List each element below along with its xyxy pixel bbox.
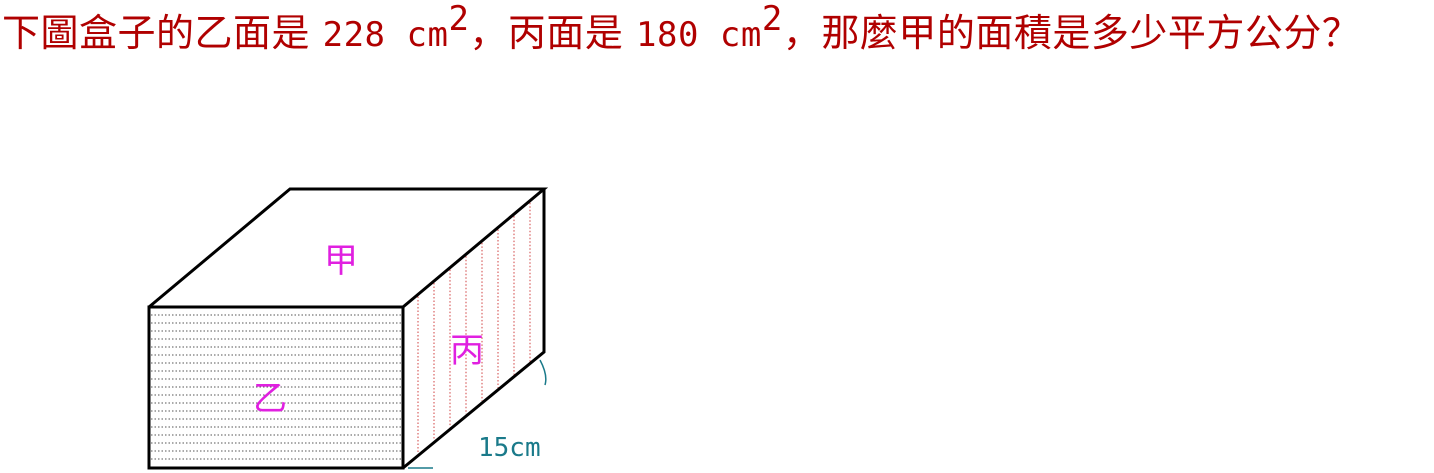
area-b-value: 228 <box>322 15 386 55</box>
question-text: 下圖盒子的乙面是 228 cm2，丙面是 180 cm2，那麼甲的面積是多少平方… <box>2 2 1432 66</box>
question-part1: 下圖盒子的乙面是 <box>2 11 323 55</box>
question-part3: ，那麼甲的面積是多少平方公分？ <box>782 11 1361 55</box>
area-b-unit: cm <box>385 15 449 55</box>
depth-dimension-arc-top <box>539 359 547 386</box>
area-c-exponent: 2 <box>761 0 783 39</box>
side-face-hatching <box>417 202 531 454</box>
box-outline <box>147 187 549 470</box>
face-side-label: 丙 <box>450 331 484 371</box>
area-c-unit: cm <box>698 15 762 55</box>
side-face-edge <box>402 189 546 470</box>
top-face-edge <box>148 187 549 309</box>
face-front-label: 乙 <box>253 379 287 419</box>
question-part2: ，丙面是 <box>469 11 637 55</box>
front-face-edge <box>147 305 405 470</box>
depth-label: 15cm <box>478 433 541 463</box>
area-c-value: 180 <box>636 15 699 55</box>
face-top-label: 甲 <box>324 241 358 281</box>
area-b-exponent: 2 <box>448 0 470 39</box>
